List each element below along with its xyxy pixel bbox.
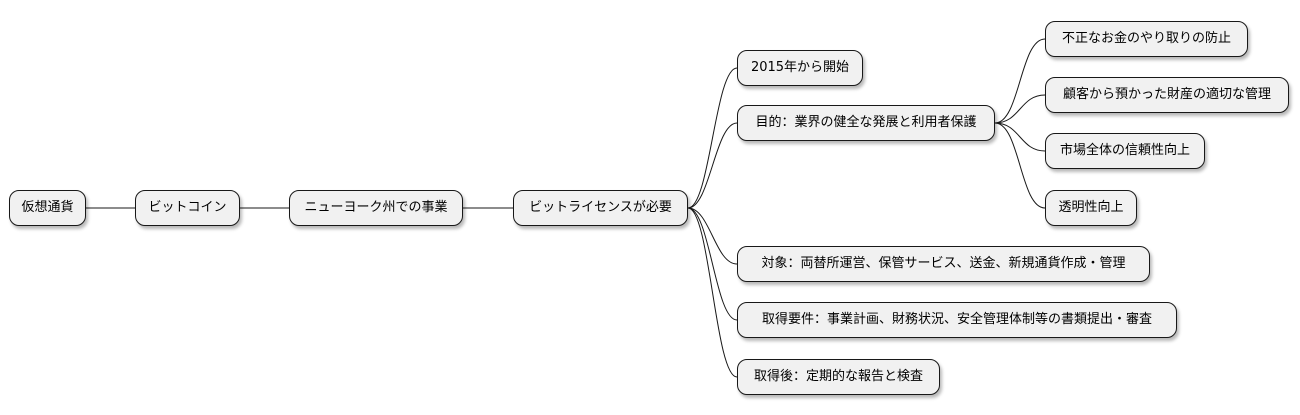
node-purpose: 目的：業界の健全な発展と利用者保護	[737, 105, 995, 141]
node-started-2015: 2015年から開始	[737, 50, 863, 86]
connector-purpose-transparency	[994, 122, 1046, 209]
node-market-trust: 市場全体の信頼性向上	[1045, 133, 1205, 169]
node-after-acquisition: 取得後：定期的な報告と検査	[737, 359, 940, 395]
node-asset-management: 顧客から預かった財産の適切な管理	[1045, 77, 1289, 113]
node-prevent-fraud: 不正なお金のやり取りの防止	[1045, 21, 1248, 57]
connector-license-after	[687, 207, 738, 378]
connector-purpose-trust	[994, 122, 1046, 152]
connector-purpose-fraud	[994, 38, 1046, 124]
node-root: 仮想通貨	[9, 190, 86, 226]
connector-purpose-assets	[994, 94, 1046, 124]
connector-license-target	[687, 207, 738, 265]
node-transparency: 透明性向上	[1045, 190, 1137, 226]
connector-license-purpose	[687, 122, 738, 209]
connector-license-requirements	[687, 207, 738, 321]
node-ny-business: ニューヨーク州での事業	[289, 190, 463, 226]
node-requirements: 取得要件：事業計画、財務状況、安全管理体制等の書類提出・審査	[737, 302, 1177, 338]
connector-license-start	[687, 67, 738, 209]
node-bitcoin: ビットコイン	[135, 190, 240, 226]
node-bitlicense-required: ビットライセンスが必要	[513, 190, 688, 226]
node-scope: 対象：両替所運営、保管サービス、送金、新規通貨作成・管理	[737, 246, 1150, 282]
